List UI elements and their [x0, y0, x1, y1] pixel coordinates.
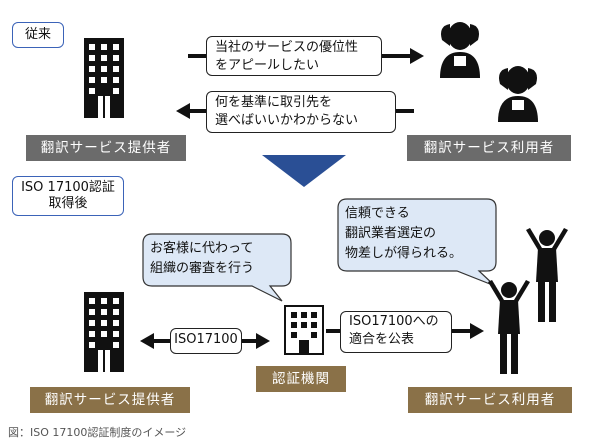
- message-appeal-line-1: 当社のサービスの優位性: [215, 40, 359, 55]
- certifier-building-icon: [284, 305, 324, 355]
- arrow-audit-left-head: [140, 333, 154, 349]
- bubble-left-line-1: お客様に代わって: [150, 241, 254, 256]
- iso-box-text: ISO17100: [174, 332, 238, 347]
- provider-label-after: 翻訳サービス提供者: [30, 387, 190, 413]
- user-label-before: 翻訳サービス利用者: [407, 135, 571, 161]
- certifier-label: 認証機関: [256, 366, 346, 392]
- arrow-left-bottom-head: [176, 103, 190, 119]
- user-label-before-text: 翻訳サービス利用者: [423, 140, 555, 156]
- troubled-person-icon-2: [498, 66, 538, 122]
- building-icon-provider-top: [84, 38, 124, 118]
- bubble-left-line-2: 組織の審査を行う: [150, 261, 255, 276]
- bubble-right-line-1: 信頼できる: [345, 206, 410, 221]
- user-label-after-text: 翻訳サービス利用者: [424, 392, 556, 408]
- bubble-right-text: 信頼できる 翻訳業者選定の 物差しが得られる。: [345, 204, 462, 264]
- arrow-right-top-head: [410, 48, 424, 64]
- bubble-right-line-2: 翻訳業者選定の: [345, 226, 437, 241]
- arrow-left-bottom-line-2: [396, 109, 414, 113]
- message-confused-line-2: 選べばいいかわからない: [215, 113, 359, 128]
- publish-box: ISO17100への 適合を公表: [340, 311, 452, 353]
- arrow-audit-right-head: [256, 333, 270, 349]
- section-tag-after-line-2: 取得後: [48, 196, 88, 211]
- arrow-right-top-line: [188, 54, 206, 58]
- arrow-audit-line-a: [152, 339, 170, 343]
- arrow-publish-head: [470, 323, 484, 339]
- figure-caption: 図：ISO 17100認証制度のイメージ: [8, 426, 187, 439]
- bubble-left-text: お客様に代わって 組織の審査を行う: [150, 239, 254, 279]
- building-icon-provider-bottom: [84, 292, 124, 372]
- publish-box-line-1: ISO17100への: [349, 314, 439, 329]
- section-tag-before-text: 従来: [24, 27, 51, 42]
- speech-bubble-left: [142, 233, 292, 302]
- message-appeal-line-2: をアピールしたい: [215, 58, 320, 73]
- arrow-left-bottom-line: [188, 109, 206, 113]
- section-tag-before: 従来: [12, 22, 64, 48]
- bubble-right-line-3: 物差しが得られる。: [345, 246, 463, 261]
- section-tag-after: ISO 17100認証 取得後: [12, 176, 124, 216]
- down-arrow-icon: [262, 155, 346, 187]
- arrow-audit-line-b: [242, 339, 258, 343]
- provider-label-before-text: 翻訳サービス提供者: [40, 140, 172, 156]
- message-box-confused: 何を基準に取引先を 選べばいいかわからない: [206, 91, 396, 133]
- message-box-appeal: 当社のサービスの優位性 をアピールしたい: [206, 36, 382, 76]
- provider-label-before: 翻訳サービス提供者: [26, 135, 186, 161]
- speech-bubble-right: [337, 198, 497, 287]
- message-confused-line-1: 何を基準に取引先を: [215, 95, 333, 110]
- arrow-publish-line-a: [326, 329, 340, 333]
- troubled-person-icon: [440, 22, 480, 78]
- iso-box: ISO17100: [170, 328, 242, 354]
- user-label-after: 翻訳サービス利用者: [408, 387, 572, 413]
- cheering-person-icon-2: [526, 228, 568, 322]
- publish-box-line-2: 適合を公表: [349, 332, 415, 347]
- arrow-publish-line-b: [452, 329, 472, 333]
- cheering-person-icon: [488, 280, 530, 374]
- provider-label-after-text: 翻訳サービス提供者: [44, 392, 176, 408]
- arrow-right-top-line-2: [382, 54, 412, 58]
- certifier-label-text: 認証機関: [272, 371, 330, 387]
- section-tag-after-line-1: ISO 17100認証: [21, 180, 115, 195]
